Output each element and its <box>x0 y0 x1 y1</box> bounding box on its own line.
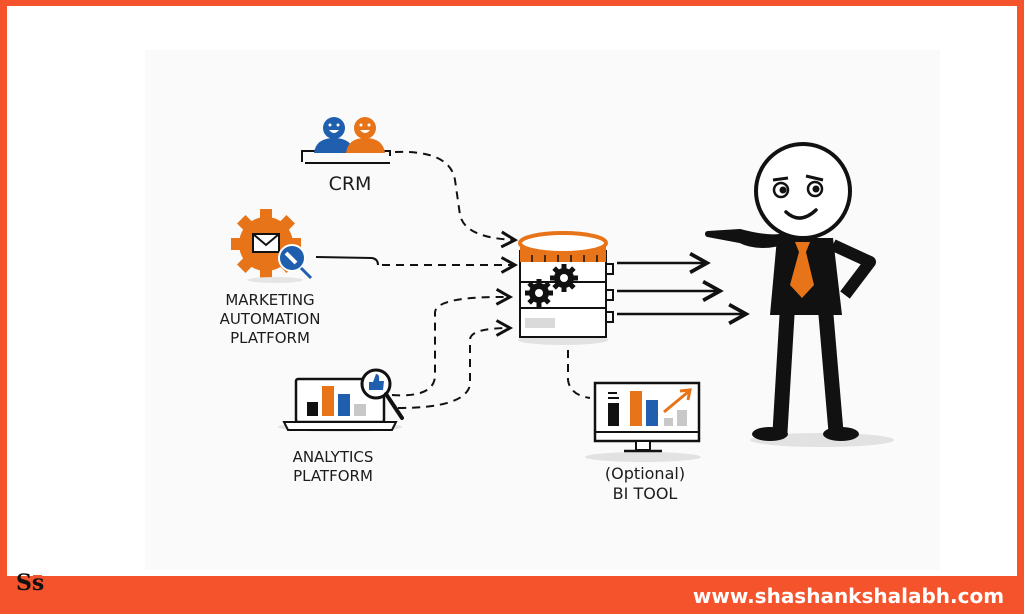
marketing-line1: MARKETING <box>225 291 315 309</box>
crm-label: CRM <box>310 173 390 197</box>
marketing-line3: PLATFORM <box>230 328 310 347</box>
stick-figure-pointing-icon <box>705 142 894 447</box>
monitor-chart-icon <box>585 381 701 462</box>
connector-stub <box>315 256 379 266</box>
analytics-label: ANALYTICS PLATFORM <box>278 448 388 486</box>
database-gears-icon <box>518 231 614 345</box>
website-url[interactable]: www.shashankshalabh.com <box>692 584 1005 608</box>
crm-label-text: CRM <box>328 173 372 195</box>
gear-mail-icon <box>231 209 313 283</box>
laptop-chart-icon <box>278 368 404 432</box>
bi-label: (Optional) BI TOOL <box>585 464 705 504</box>
brand-logo: Ss <box>16 570 44 596</box>
analytics-line2: PLATFORM <box>293 466 373 485</box>
solid-arrows <box>617 263 746 314</box>
brand-logo-text: Ss <box>16 570 45 596</box>
bi-line2: BI TOOL <box>612 484 678 503</box>
users-icon <box>301 117 391 164</box>
dashed-connectors <box>382 150 591 409</box>
analytics-line1: ANALYTICS <box>292 448 374 466</box>
website-url-badge[interactable]: www.shashankshalabh.com <box>673 578 1024 614</box>
marketing-label: MARKETING AUTOMATION PLATFORM <box>205 291 335 347</box>
marketing-line2: AUTOMATION <box>219 309 321 328</box>
bi-line1: (Optional) <box>604 464 686 483</box>
logo-accent-bar <box>33 575 42 577</box>
